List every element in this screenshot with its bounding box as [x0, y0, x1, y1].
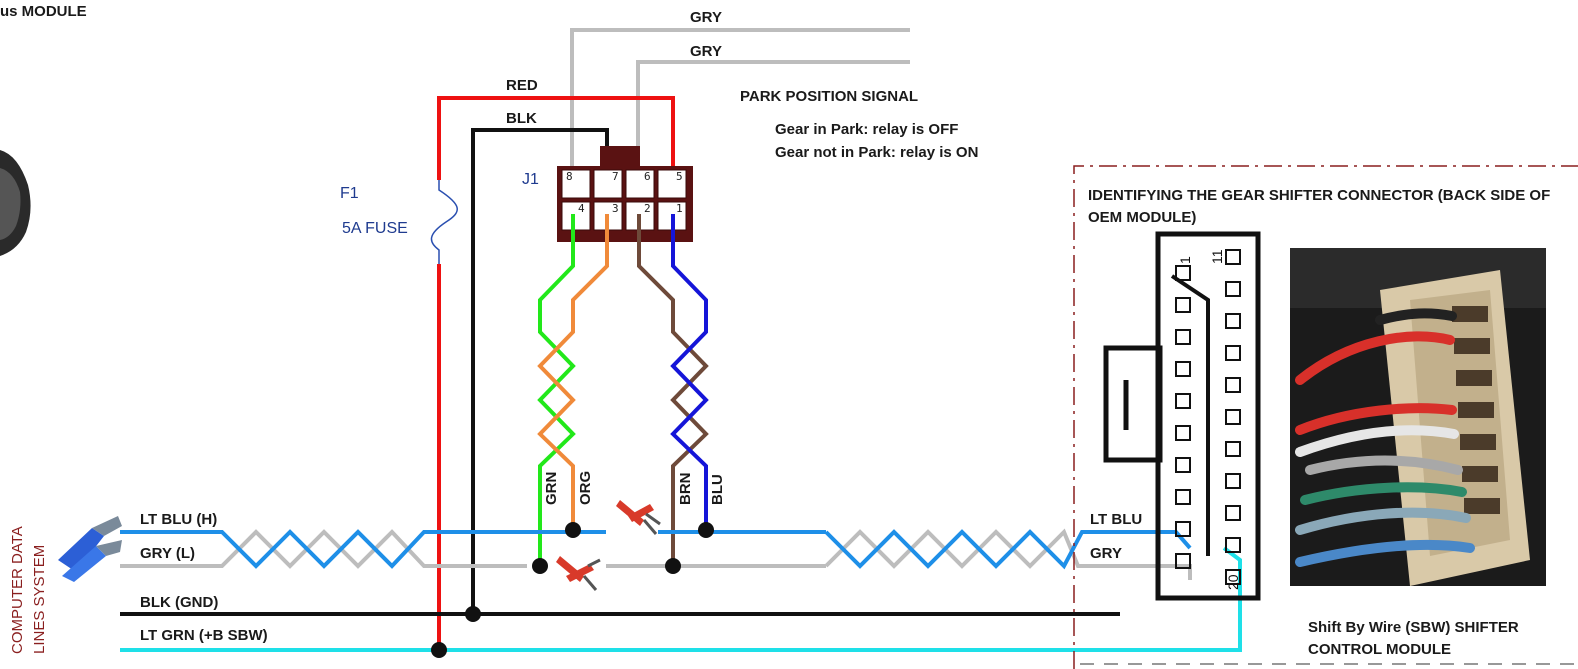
- data-bus-lines: [120, 528, 1192, 580]
- svg-text:COMPUTER DATA: COMPUTER DATA: [9, 526, 26, 654]
- shifter-connector-photo: [1290, 248, 1546, 586]
- sbw-line-2: CONTROL MODULE: [1308, 641, 1451, 658]
- red-wire: [437, 96, 675, 650]
- park-line-1: Gear in Park: relay is OFF: [775, 121, 958, 138]
- oem-gry-label: GRY: [1090, 545, 1122, 562]
- blk-label: BLK: [506, 110, 537, 127]
- grn-org-twisted-pair: [537, 214, 609, 560]
- pin-4: 4: [578, 202, 585, 215]
- pin-2: 2: [644, 202, 651, 215]
- gry-wires-top: [570, 28, 910, 168]
- blu-label: BLU: [709, 474, 726, 505]
- svg-text:LINES SYSTEM: LINES SYSTEM: [31, 545, 48, 654]
- sbw-line-1: Shift By Wire (SBW) SHIFTER: [1308, 619, 1519, 636]
- module-label: us MODULE: [0, 3, 87, 20]
- red-label: RED: [506, 77, 538, 94]
- j1-connector: 8 7 6 5 4 3 2 1: [557, 146, 693, 242]
- module-icon: [0, 150, 31, 256]
- oem-title-2: OEM MODULE): [1088, 209, 1196, 226]
- oem-pin-1: 1: [1177, 256, 1193, 264]
- grn-label: GRN: [543, 472, 560, 505]
- org-label: ORG: [577, 471, 594, 505]
- park-title: PARK POSITION SIGNAL: [740, 88, 918, 105]
- gry-label-2: GRY: [690, 43, 722, 60]
- junction-dots: [431, 522, 714, 658]
- fuse-desc: 5A FUSE: [342, 220, 408, 237]
- side-label: COMPUTER DATA LINES SYSTEM: [9, 526, 48, 654]
- oem-pin-20: 20: [1225, 574, 1241, 590]
- oem-pin-11: 11: [1209, 249, 1225, 264]
- wire-tap-tool-icon: [58, 516, 122, 582]
- pin-7: 7: [612, 170, 619, 183]
- pin-3: 3: [612, 202, 619, 215]
- pin-6: 6: [644, 170, 651, 183]
- j1-ref: J1: [522, 171, 539, 188]
- oem-section-border: [1073, 165, 1578, 669]
- bus-blk-label: BLK (GND): [140, 594, 218, 611]
- pin-8: 8: [566, 170, 573, 183]
- pin-1: 1: [676, 202, 683, 215]
- gry-label-1: GRY: [690, 9, 722, 26]
- brn-label: BRN: [677, 473, 694, 506]
- oem-lt-blu-label: LT BLU: [1090, 511, 1142, 528]
- wire-cutter-icon-1: [616, 500, 661, 535]
- bus-lt-grn-label: LT GRN (+B SBW): [140, 627, 268, 644]
- oem-connector: [1103, 231, 1261, 601]
- park-line-2: Gear not in Park: relay is ON: [775, 144, 978, 161]
- bus-gry-label: GRY (L): [140, 545, 195, 562]
- fuse-symbol: [430, 180, 458, 264]
- brn-blu-twisted-pair: [637, 214, 709, 564]
- bus-lt-blu-label: LT BLU (H): [140, 511, 217, 528]
- oem-title-1: IDENTIFYING THE GEAR SHIFTER CONNECTOR (…: [1088, 187, 1550, 204]
- pin-5: 5: [676, 170, 683, 183]
- wire-cutter-icon-2: [556, 556, 601, 591]
- fuse-ref: F1: [340, 185, 359, 202]
- lt-grn-line: [120, 546, 1242, 652]
